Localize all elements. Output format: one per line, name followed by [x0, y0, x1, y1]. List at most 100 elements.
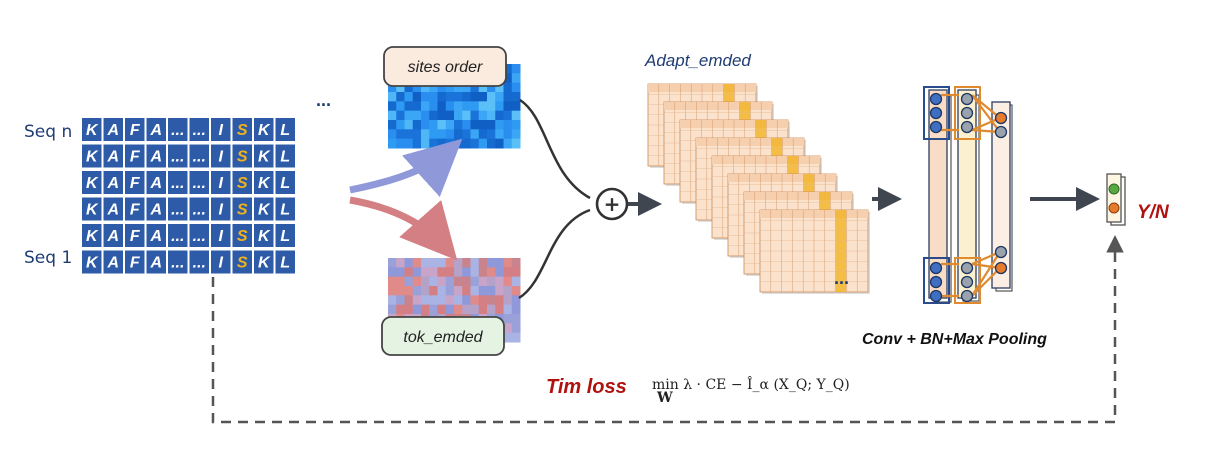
- tok-heatmap-cell: [495, 276, 504, 287]
- sequence-token: A: [149, 149, 162, 166]
- sites-heatmap-cell: [511, 82, 521, 93]
- sites-heatmap-cell: [503, 120, 513, 130]
- sites-heatmap-cell: [503, 129, 513, 140]
- tok-heatmap-cell: [495, 267, 504, 278]
- plus-symbol: +: [604, 192, 621, 216]
- sequence-token: F: [130, 202, 141, 219]
- sites-heatmap-cell: [495, 129, 504, 140]
- sites-heatmap-cell: [495, 92, 504, 102]
- tok-heatmap-cell: [437, 304, 447, 315]
- sites-heatmap-cell: [396, 138, 405, 149]
- sites-heatmap-cell: [478, 129, 488, 140]
- sequence-token: K: [86, 255, 99, 272]
- tok-heatmap-cell: [454, 286, 463, 296]
- sequence-token: A: [106, 228, 119, 245]
- sites-heatmap-cell: [462, 92, 471, 102]
- tok-heatmap-cell: [421, 286, 430, 296]
- tok-heatmap-cell: [511, 258, 521, 268]
- sequence-token: L: [280, 175, 290, 192]
- sites-heatmap-cell: [396, 120, 405, 130]
- tok-heatmap-cell: [429, 258, 438, 268]
- sequence-token: A: [106, 149, 119, 166]
- tok-heatmap-cell: [412, 304, 422, 315]
- sites-heatmap-cell: [412, 120, 422, 130]
- tok-heatmap-cell: [421, 258, 430, 268]
- tok-heatmap-cell: [429, 295, 438, 306]
- seq-ellipsis: ...: [316, 90, 331, 110]
- tok-heatmap-cell: [462, 295, 471, 306]
- sequence-token: L: [280, 122, 290, 139]
- tok-heatmap-cell: [462, 267, 471, 278]
- sequence-cell: [189, 224, 209, 247]
- curve-sites-to-plus: [519, 98, 591, 200]
- sites-heatmap-cell: [445, 120, 455, 130]
- sequence-cell: [189, 197, 209, 221]
- sites-heatmap-cell: [454, 92, 463, 102]
- tok-heatmap-cell: [495, 286, 504, 296]
- sequence-token: S: [237, 175, 248, 192]
- sequence-cell: [146, 197, 166, 221]
- sites-heatmap-cell: [511, 101, 521, 112]
- sites-heatmap-cell: [454, 129, 463, 140]
- sequence-cell: [189, 144, 209, 168]
- sites-heatmap-cell: [454, 82, 463, 93]
- adapt-title: Adapt_emded: [644, 51, 751, 70]
- sequence-cell: [168, 144, 188, 168]
- sites-heatmap-cell: [421, 120, 430, 130]
- sequence-cell: [189, 250, 209, 274]
- sites-heatmap-cell: [421, 129, 430, 140]
- sites-heatmap-cell: [412, 101, 422, 112]
- sites-heatmap-cell: [503, 82, 513, 93]
- conv-top-group-2: [954, 86, 981, 140]
- output-block: Y/N: [1106, 173, 1170, 226]
- sites-heatmap-cell: [396, 92, 405, 102]
- tok-heatmap-cell: [429, 286, 438, 296]
- sites-heatmap-cell: [470, 120, 480, 130]
- tok-heatmap-cell: [503, 314, 513, 324]
- sequence-token: S: [237, 122, 248, 139]
- sequence-token: K: [86, 175, 99, 192]
- sites-heatmap-cell: [487, 129, 496, 140]
- conv-column-3: [991, 101, 1011, 289]
- sequence-token: K: [258, 175, 271, 192]
- sequence-token: ...: [171, 228, 184, 245]
- sequence-token: I: [219, 175, 224, 192]
- sequence-token: K: [258, 228, 271, 245]
- sites-heatmap-cell: [462, 82, 471, 93]
- sequence-cell: [254, 224, 274, 247]
- sites-heatmap-cell: [478, 110, 488, 121]
- tok-heatmap-cell: [404, 267, 414, 278]
- sites-heatmap-cell: [495, 120, 504, 130]
- sites-heatmap-cell: [503, 101, 513, 112]
- sequence-cell: [168, 250, 188, 274]
- conv-label: Conv + BN+Max Pooling: [862, 331, 1047, 348]
- sites-order-label: sites order: [408, 59, 483, 76]
- sites-heatmap-cell: [462, 101, 471, 112]
- sequence-cell: [275, 171, 295, 194]
- sites-heatmap-cell: [429, 92, 438, 102]
- sites-heatmap-cell: [437, 110, 447, 121]
- sequence-cell: [211, 250, 231, 274]
- sites-heatmap-cell: [487, 138, 496, 149]
- plus-circle-icon: [595, 187, 629, 221]
- sites-heatmap-cell: [495, 82, 504, 93]
- sites-order-block: sites order: [383, 46, 521, 149]
- sequence-token: ...: [193, 149, 206, 166]
- sequence-token: A: [149, 122, 162, 139]
- sequence-token: S: [237, 202, 248, 219]
- sequence-token: A: [106, 122, 119, 139]
- sites-heatmap-cell: [487, 110, 496, 121]
- sequence-token: ...: [171, 149, 184, 166]
- sites-heatmap-cell: [412, 82, 422, 93]
- sequence-cell: [125, 118, 145, 141]
- tok-heatmap-cell: [503, 286, 513, 296]
- sites-heatmap-cell: [412, 138, 422, 149]
- tok-heatmap-cell: [396, 286, 405, 296]
- sequence-cell: [125, 171, 145, 194]
- sites-heatmap-cell: [404, 82, 414, 93]
- tok-heatmap-cell: [412, 295, 422, 306]
- tok-heatmap-cell: [470, 295, 480, 306]
- sites-heatmap-cell: [429, 101, 438, 112]
